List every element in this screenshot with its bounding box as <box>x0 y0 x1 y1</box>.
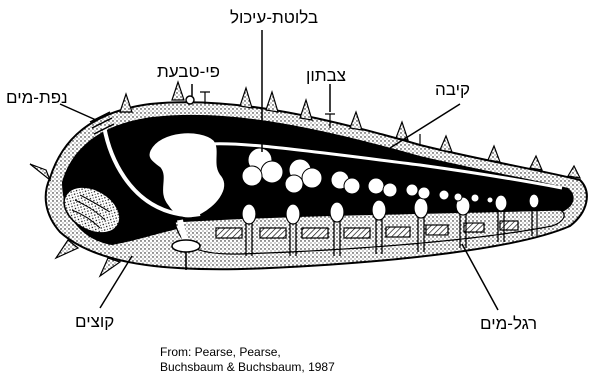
label-digestive-gland: בלוטת-עיכול <box>230 8 318 28</box>
credit-line-1: From: Pearse, Pearse, <box>160 345 335 360</box>
mouth-opening <box>172 240 200 252</box>
label-spines: קוצים <box>75 312 114 332</box>
anus-opening <box>186 96 194 104</box>
label-stomach: קיבה <box>435 80 470 100</box>
label-mouth: פי-טבעת <box>157 62 220 82</box>
source-credit: From: Pearse, Pearse, Buchsbaum & Buchsb… <box>160 345 335 375</box>
label-water-pore: נפת-מים <box>6 88 68 108</box>
credit-line-2: Buchsbaum & Buchsbaum, 1987 <box>160 360 335 375</box>
label-papula: צבתון <box>306 66 346 86</box>
label-tube-feet: רגל-מים <box>480 314 537 334</box>
